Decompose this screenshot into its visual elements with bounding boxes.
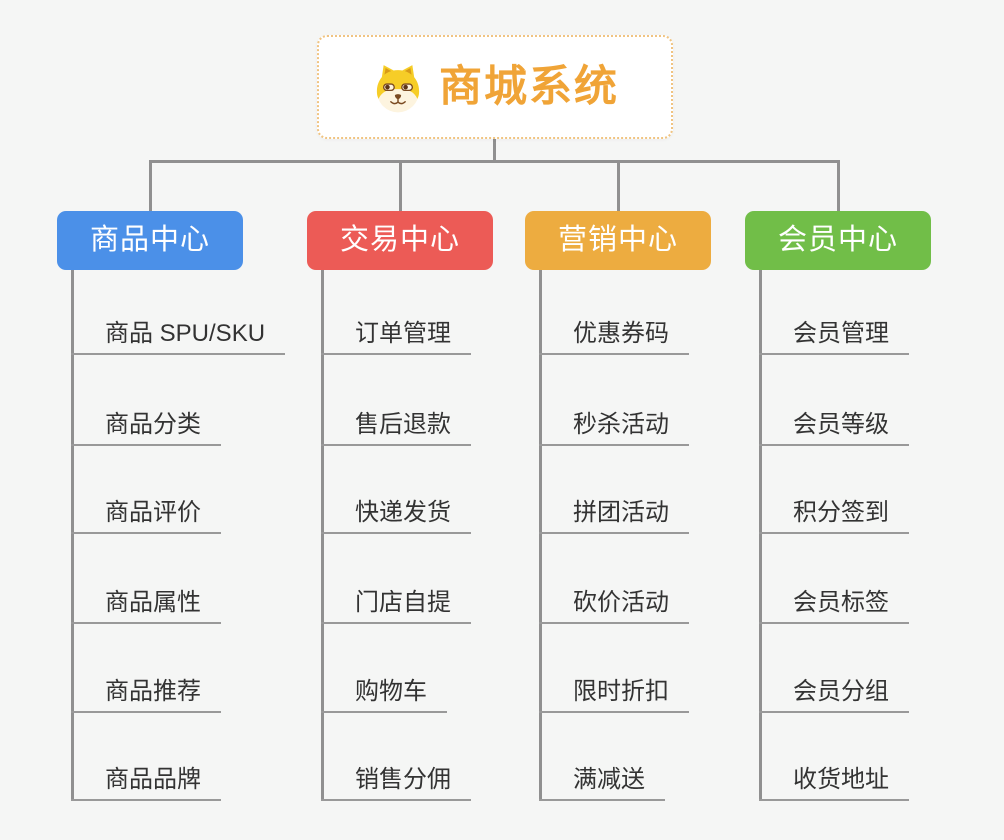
root-node[interactable]: 商城系统 <box>317 35 673 139</box>
leaf-node[interactable]: 购物车 <box>321 677 447 713</box>
connector-column-trade <box>321 270 324 801</box>
connector-column-product <box>71 270 74 801</box>
branch-node-marketing-center[interactable]: 营销中心 <box>525 211 711 270</box>
leaf-node[interactable]: 收货地址 <box>759 765 909 801</box>
leaf-node[interactable]: 门店自提 <box>321 588 471 624</box>
leaf-node[interactable]: 满减送 <box>539 765 665 801</box>
connector-column-marketing <box>539 270 542 801</box>
leaf-node[interactable]: 砍价活动 <box>539 588 689 624</box>
connector-drop-member <box>837 160 840 211</box>
branch-label: 交易中心 <box>339 224 460 256</box>
leaf-node[interactable]: 会员等级 <box>759 410 909 446</box>
connector-drop-marketing <box>617 160 620 211</box>
connector-drop-product <box>149 160 152 211</box>
leaf-node[interactable]: 订单管理 <box>321 319 471 355</box>
branch-node-product-center[interactable]: 商品中心 <box>57 211 243 270</box>
leaf-node[interactable]: 售后退款 <box>321 410 471 446</box>
leaf-node[interactable]: 快递发货 <box>321 498 471 534</box>
branch-label: 会员中心 <box>777 224 898 256</box>
leaf-node[interactable]: 会员分组 <box>759 677 909 713</box>
root-node-title: 商城系统 <box>439 62 619 111</box>
column-trade-center: 订单管理 售后退款 快递发货 门店自提 购物车 销售分佣 <box>321 270 561 810</box>
connector-horizontal-bar <box>149 160 840 163</box>
connector-root-stem <box>493 139 496 163</box>
leaf-node[interactable]: 商品评价 <box>71 498 221 534</box>
leaf-node[interactable]: 会员管理 <box>759 319 909 355</box>
leaf-node[interactable]: 限时折扣 <box>539 677 689 713</box>
leaf-node[interactable]: 会员标签 <box>759 588 909 624</box>
leaf-node[interactable]: 商品品牌 <box>71 765 221 801</box>
leaf-node[interactable]: 商品推荐 <box>71 677 221 713</box>
connector-drop-trade <box>399 160 402 211</box>
connector-column-member <box>759 270 762 801</box>
column-product-center: 商品 SPU/SKU 商品分类 商品评价 商品属性 商品推荐 商品品牌 <box>71 270 311 810</box>
branch-node-member-center[interactable]: 会员中心 <box>745 211 931 270</box>
leaf-node[interactable]: 秒杀活动 <box>539 410 689 446</box>
leaf-node[interactable]: 销售分佣 <box>321 765 471 801</box>
dog-face-icon <box>376 65 420 113</box>
column-marketing-center: 优惠券码 秒杀活动 拼团活动 砍价活动 限时折扣 满减送 <box>539 270 779 810</box>
branch-node-trade-center[interactable]: 交易中心 <box>307 211 493 270</box>
leaf-node[interactable]: 拼团活动 <box>539 498 689 534</box>
column-member-center: 会员管理 会员等级 积分签到 会员标签 会员分组 收货地址 <box>759 270 999 810</box>
leaf-node[interactable]: 积分签到 <box>759 498 909 534</box>
branch-label: 商品中心 <box>89 224 210 256</box>
leaf-node[interactable]: 优惠券码 <box>539 319 689 355</box>
branch-label: 营销中心 <box>557 224 678 256</box>
leaf-node[interactable]: 商品分类 <box>71 410 221 446</box>
leaf-node[interactable]: 商品属性 <box>71 588 221 624</box>
leaf-node[interactable]: 商品 SPU/SKU <box>71 319 286 355</box>
